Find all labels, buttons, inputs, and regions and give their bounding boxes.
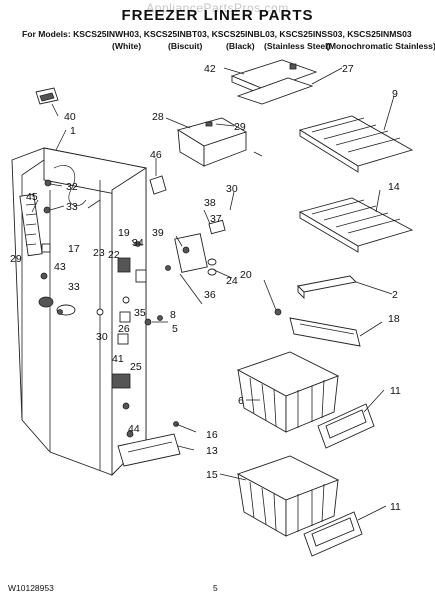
callout-19: 19 (118, 227, 130, 239)
callout-43: 43 (54, 261, 66, 273)
part-42-27 (230, 59, 318, 105)
callout-24: 24 (226, 275, 238, 287)
panel-11-upper (317, 403, 375, 449)
callout-1: 1 (70, 125, 76, 137)
part-40 (35, 87, 59, 105)
finish-biscuit: (Biscuit) (168, 41, 203, 51)
callout-30: 30 (226, 183, 238, 195)
basket-6 (236, 351, 340, 433)
shelf-14 (298, 197, 414, 253)
callout-13: 13 (206, 445, 218, 457)
watermark: AppliancePartsPros.com (146, 1, 289, 15)
callout-36: 36 (204, 289, 216, 301)
callout-39: 39 (152, 227, 164, 239)
page-title: FREEZER LINER PARTS (121, 7, 314, 24)
callout-33: 33 (66, 201, 78, 213)
callout-17: 17 (68, 243, 80, 255)
callout-labels: 42 27 40 1 28 29 9 46 32 45 33 17 30 38 … (10, 63, 401, 513)
callout-11-lower: 11 (390, 501, 401, 513)
callout-34: 34 (132, 237, 144, 249)
callout-35: 35 (134, 307, 146, 319)
leader-lines (31, 67, 395, 521)
callout-25: 25 (130, 361, 142, 373)
callout-20: 20 (240, 269, 252, 281)
callout-9: 9 (392, 88, 398, 100)
callout-37: 37 (210, 213, 222, 225)
callout-5: 5 (172, 323, 178, 335)
callout-40: 40 (64, 111, 76, 123)
callout-30-lower: 30 (96, 331, 108, 343)
part-28 (176, 117, 263, 167)
callout-29: 29 (234, 121, 246, 133)
finish-stainless: (Stainless Steel) (264, 41, 331, 51)
small-parts (40, 175, 282, 438)
callout-44: 44 (128, 423, 140, 435)
callout-23: 23 (93, 247, 105, 259)
finish-black: (Black) (226, 41, 255, 51)
callout-8: 8 (170, 309, 176, 321)
callout-32: 32 (66, 181, 78, 193)
callout-26: 26 (118, 323, 130, 335)
callout-42: 42 (204, 63, 216, 75)
callout-29-left: 29 (10, 253, 22, 265)
callout-2: 2 (392, 289, 398, 301)
basket-15 (236, 455, 340, 537)
rail-2 (297, 275, 357, 300)
page-number: 5 (213, 583, 218, 593)
callout-18: 18 (388, 313, 400, 325)
callout-46: 46 (150, 149, 162, 161)
part-13 (117, 433, 181, 467)
panel-11-lower (303, 511, 363, 557)
callout-15: 15 (206, 469, 218, 481)
models-line: For Models: KSCS25INWH03, KSCS25INBT03, … (22, 29, 412, 39)
callout-33-lower: 33 (68, 281, 80, 293)
callout-45: 45 (26, 191, 38, 203)
bar-18 (289, 317, 361, 347)
document-number: W10128953 (8, 583, 54, 593)
callout-22: 22 (108, 249, 120, 261)
finish-white: (White) (112, 41, 142, 51)
callout-14: 14 (388, 181, 400, 193)
callout-27: 27 (342, 63, 354, 75)
callout-41: 41 (112, 353, 124, 365)
shelf-9 (298, 115, 414, 173)
callout-16: 16 (206, 429, 218, 441)
callout-11-upper: 11 (390, 385, 401, 397)
callout-28: 28 (152, 111, 164, 123)
callout-38: 38 (204, 197, 216, 209)
callout-6: 6 (238, 395, 244, 407)
finish-monochromatic: (Monochromatic Stainless) (326, 41, 435, 51)
